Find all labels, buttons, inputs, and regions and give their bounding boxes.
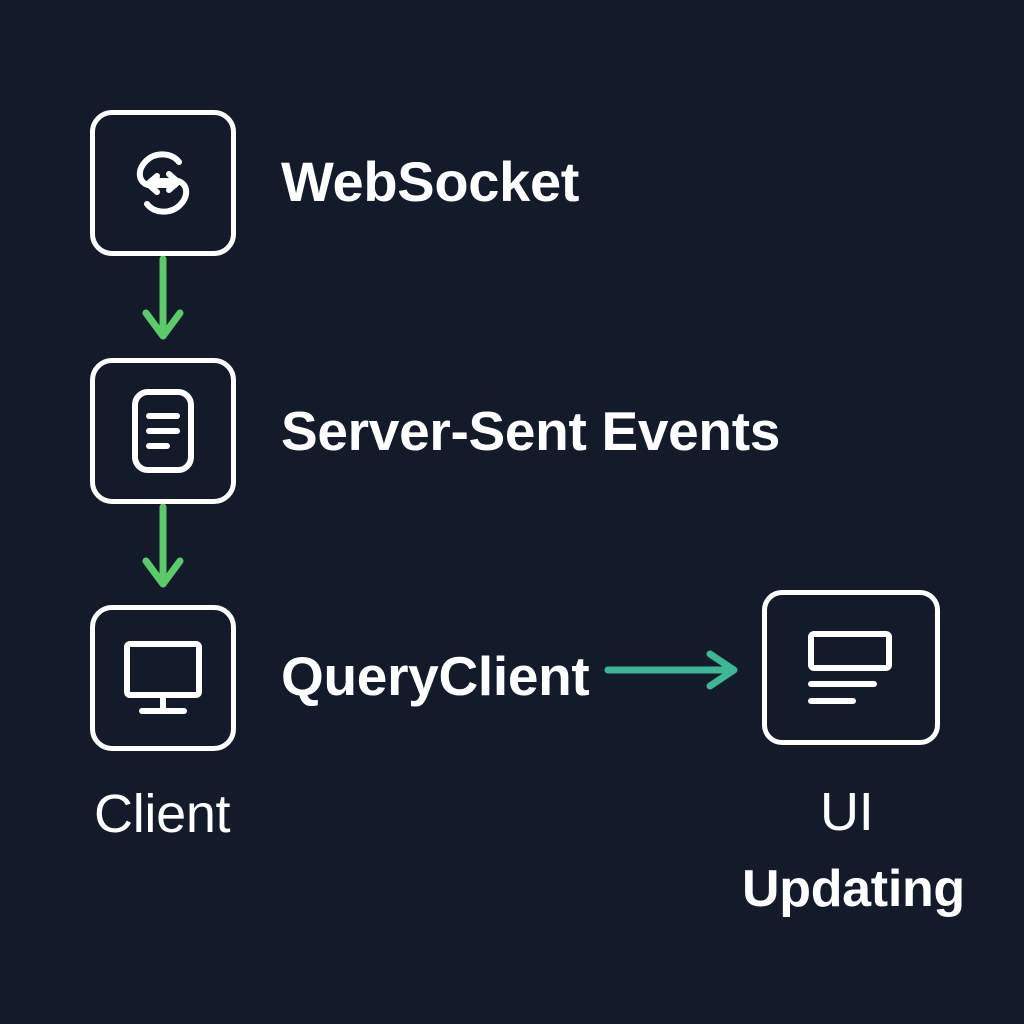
arrow-websocket-to-sse — [140, 255, 186, 342]
caption-client: Client — [94, 784, 231, 844]
caption-ui: UI — [820, 782, 874, 842]
arrow-queryclient-to-ui — [604, 648, 742, 692]
document-lines-icon — [121, 385, 205, 477]
caption-ui-updating: Updating — [742, 860, 965, 918]
node-websocket[interactable] — [90, 110, 236, 256]
label-websocket: WebSocket — [281, 150, 580, 213]
arrow-sse-to-client — [140, 503, 186, 590]
node-server-sent-events[interactable] — [90, 358, 236, 504]
node-client[interactable] — [90, 605, 236, 751]
label-queryclient: QueryClient — [281, 645, 590, 707]
label-server-sent-events: Server-Sent Events — [281, 400, 780, 462]
websocket-swirl-icon — [117, 137, 209, 229]
node-ui[interactable] — [762, 590, 940, 745]
ui-card-icon — [796, 622, 906, 714]
desktop-monitor-icon — [115, 634, 211, 722]
